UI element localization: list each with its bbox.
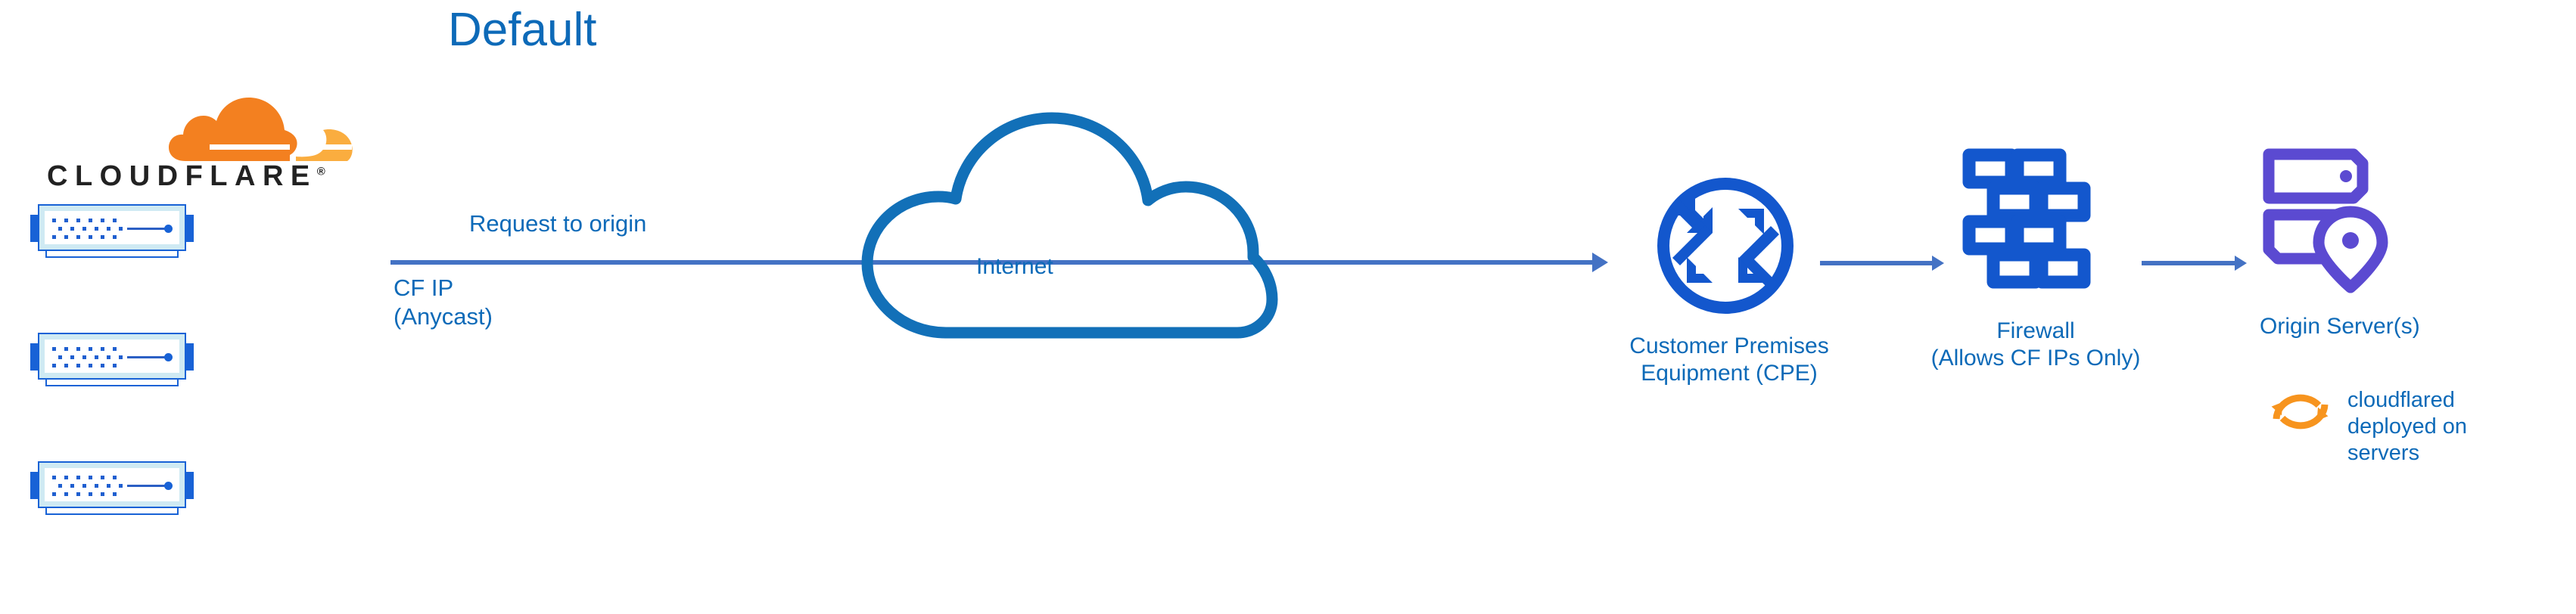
- cloudflare-logo: CLOUDFLARE®: [23, 98, 353, 193]
- flow-arrow-firewall-to-origin-line: [2142, 261, 2236, 265]
- flow-arrow-request-to-origin-line: [390, 260, 1594, 265]
- firewall-label-line1: Firewall: [1996, 318, 2075, 343]
- server-rack-2: [30, 333, 194, 389]
- rack-body: [38, 204, 186, 251]
- rack-status-led-icon: [164, 225, 173, 233]
- flow-arrow-cpe-to-firewall-line: [1820, 261, 1934, 265]
- rack-body: [38, 333, 186, 380]
- rack-front-panel: [45, 340, 179, 373]
- rack-body: [38, 461, 186, 508]
- cloudflare-wordmark: CLOUDFLARE®: [47, 160, 325, 192]
- internet-label: Internet: [976, 254, 1053, 279]
- rack-shadow: [45, 507, 179, 515]
- cloudflared-note: cloudflared deployed on servers: [2347, 387, 2522, 467]
- cloud-icon: [861, 112, 1278, 339]
- cf-ip-line2: (Anycast): [394, 303, 493, 330]
- cf-ip-line1: CF IP: [394, 274, 454, 301]
- flow-arrow-cpe-to-firewall-head: [1932, 256, 1944, 271]
- cpe-node: Customer Premises Equipment (CPE): [1629, 174, 1829, 386]
- rack-indicator-line: [127, 356, 170, 358]
- origin-server-node: Origin Server(s): [2260, 145, 2420, 339]
- cloudflare-cloud-logo-icon: [169, 98, 353, 161]
- cpe-label-line2: Equipment (CPE): [1641, 361, 1818, 386]
- brick-wall-icon: [1962, 148, 2091, 289]
- flow-arrow-request-to-origin-head: [1592, 253, 1608, 272]
- cpe-label-line1: Customer Premises: [1629, 333, 1829, 358]
- page-title: Default: [448, 4, 597, 56]
- cpe-label: Customer Premises Equipment (CPE): [1570, 333, 1888, 387]
- refresh-sync-icon: [2263, 380, 2338, 448]
- firewall-node: Firewall (Allows CF IPs Only): [1931, 147, 2140, 371]
- origin-server-label: Origin Server(s): [2260, 314, 2420, 339]
- edge-sublabel-cf-ip: CF IP (Anycast): [394, 274, 590, 331]
- rack-shadow: [45, 378, 179, 386]
- edge-label-request-to-origin: Request to origin: [469, 210, 647, 237]
- rack-shadow: [45, 250, 179, 258]
- cloudflared-note-line2: deployed on: [2347, 414, 2468, 439]
- rack-front-panel: [45, 468, 179, 501]
- flow-arrow-firewall-to-origin-head: [2235, 256, 2247, 271]
- cloudflared-note-line3: servers: [2347, 441, 2420, 465]
- internet-cloud-node: Internet: [855, 106, 1286, 352]
- rack-indicator-line: [127, 228, 170, 230]
- rack-front-panel: [45, 211, 179, 244]
- router-icon: [1657, 178, 1794, 314]
- firewall-label-line2: (Allows CF IPs Only): [1930, 346, 2141, 371]
- firewall-label: Firewall (Allows CF IPs Only): [1869, 318, 2202, 372]
- rack-status-led-icon: [164, 353, 173, 361]
- rack-indicator-line: [127, 485, 170, 487]
- rack-status-led-icon: [164, 482, 173, 490]
- cloudflared-note-line1: cloudflared: [2347, 388, 2455, 412]
- server-location-pin-icon: [2263, 148, 2388, 293]
- server-rack-3: [30, 461, 194, 517]
- server-rack-1: [30, 204, 194, 260]
